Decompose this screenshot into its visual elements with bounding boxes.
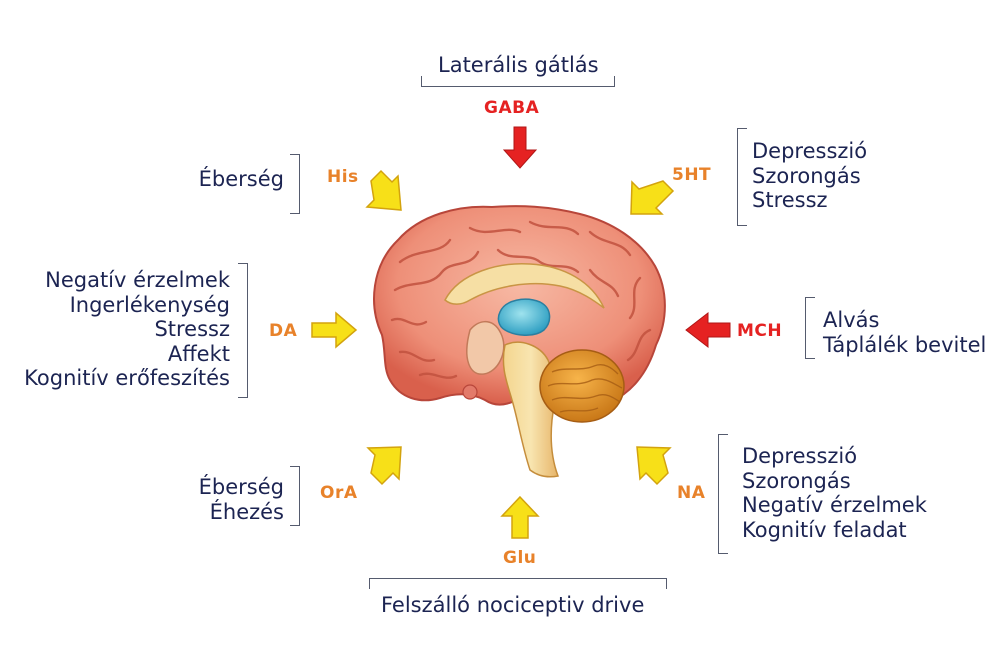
da-effect-0: Negatív érzelmek [45, 268, 230, 292]
bottom-label: Felszálló nociceptiv drive [381, 593, 645, 617]
top-label: Laterális gátlás [438, 53, 599, 77]
ora-effect-1: Éhezés [209, 499, 284, 524]
bracket-5ht [737, 128, 747, 226]
ora-arrow [366, 446, 402, 486]
da-effects: Negatív érzelmek Ingerlékenység Stressz … [0, 268, 230, 391]
5ht-effects: Depresszió Szorongás Stressz [752, 139, 867, 213]
transmitter-na: NA [677, 483, 706, 503]
bracket-da [238, 263, 248, 398]
bracket-bottom [369, 578, 667, 589]
mch-effects: Alvás Táplálék bevitel [823, 308, 986, 357]
da-effect-1: Ingerlékenység [69, 292, 230, 317]
ora-effects: Éberség Éhezés [170, 475, 284, 524]
ht5-arrow [630, 180, 675, 215]
gaba-arrow [502, 126, 538, 169]
transmitter-mch: MCH [737, 321, 783, 341]
thalamus [466, 321, 505, 375]
bracket-na [718, 434, 728, 554]
ora-effect-0: Éberség [198, 475, 284, 499]
pituitary [462, 384, 478, 400]
na-effect-3: Kognitív feladat [742, 517, 907, 542]
transmitter-gaba: GABA [484, 98, 540, 118]
na-effects: Depresszió Szorongás Negatív érzelmek Ko… [742, 444, 927, 542]
ventricle [497, 298, 551, 336]
bracket-ora [290, 466, 300, 526]
mch-arrow [685, 311, 731, 349]
na-effect-2: Negatív érzelmek [742, 493, 927, 517]
transmitter-ora: OrA [320, 483, 358, 503]
cerebellum [539, 349, 625, 423]
brain-gyri [390, 220, 652, 379]
transmitter-5ht: 5HT [672, 165, 712, 185]
transmitter-his: His [327, 167, 359, 187]
transmitter-glu: Glu [503, 548, 537, 568]
mch-effect-0: Alvás [823, 308, 880, 332]
da-effect-2: Stressz [154, 317, 230, 341]
5ht-effect-1: Szorongás [752, 163, 861, 188]
his-effects: Éberség [170, 167, 284, 192]
his-effect-0: Éberség [198, 167, 284, 191]
bracket-his [290, 154, 300, 214]
na-effect-0: Depresszió [742, 444, 858, 468]
bracket-mch [805, 297, 815, 359]
glu-arrow [500, 495, 540, 539]
corpus-callosum [444, 263, 605, 309]
da-effect-4: Kognitív erőfeszítés [24, 366, 230, 390]
transmitter-da: DA [269, 321, 298, 341]
mch-effect-1: Táplálék bevitel [823, 332, 987, 357]
5ht-effect-2: Stressz [752, 188, 828, 212]
na-arrow [636, 446, 672, 486]
da-arrow [311, 311, 358, 349]
his-arrow [365, 169, 402, 211]
na-effect-1: Szorongás [742, 468, 851, 493]
bracket-top [421, 76, 615, 87]
5ht-effect-0: Depresszió [752, 139, 868, 163]
da-effect-3: Affekt [167, 341, 230, 366]
